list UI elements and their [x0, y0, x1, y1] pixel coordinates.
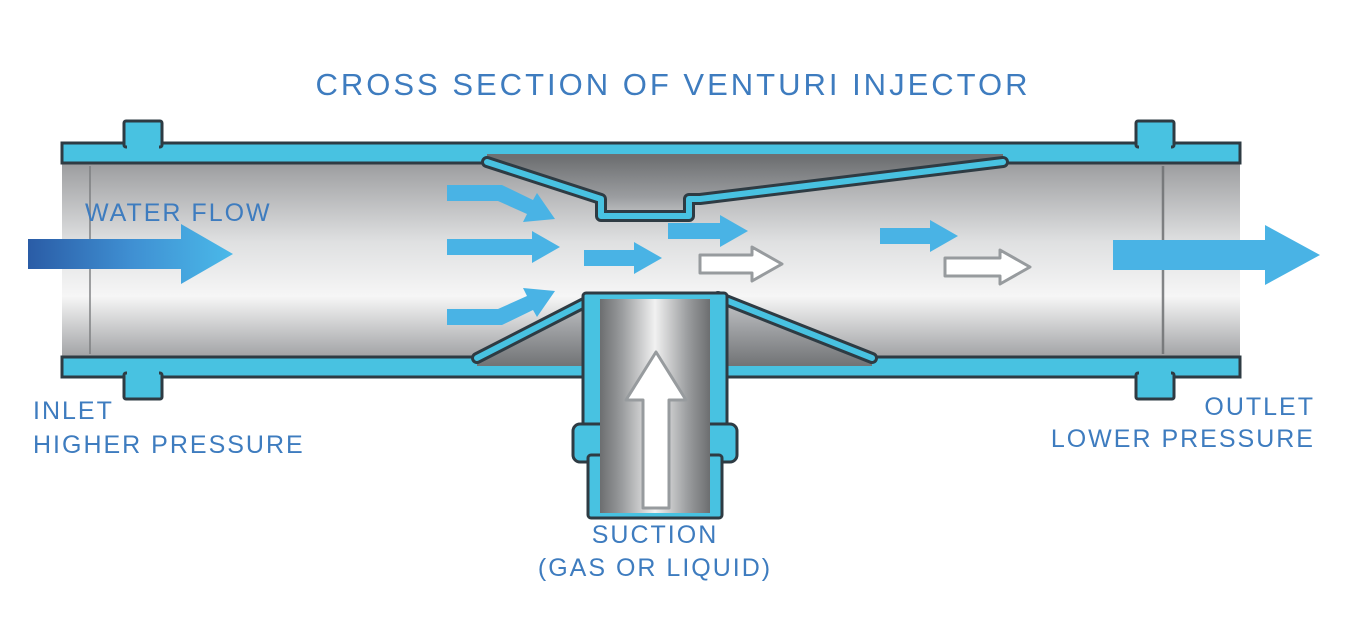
inlet-label-line2: HIGHER PRESSURE	[33, 431, 305, 459]
outlet-label-line2: LOWER PRESSURE	[1051, 425, 1315, 453]
flow-arrows	[28, 185, 1320, 510]
outlet-label-line1: OUTLET	[1204, 393, 1315, 421]
suction-label-line2: (GAS OR LIQUID)	[538, 554, 772, 582]
inlet-flow-arrow	[28, 224, 233, 284]
converging-arrow-middle	[447, 231, 560, 263]
nozzle-top-body	[487, 154, 1003, 216]
throat-arrow-blue-2	[668, 215, 748, 247]
suction-arrow	[624, 350, 688, 510]
diagram-labels: CROSS SECTION OF VENTURI INJECTOR WATER …	[33, 67, 1315, 582]
nozzle-top-outline-cyan	[484, 159, 1006, 219]
diffuser-arrow-blue	[880, 220, 958, 252]
flange-tab-top-right-joint	[1139, 142, 1171, 149]
water-flow-label: WATER FLOW	[85, 199, 272, 227]
converging-arrow-top	[447, 185, 555, 222]
diffuser-arrow-white	[943, 248, 1032, 286]
suction-label-line1: SUCTION	[592, 521, 719, 549]
flange-tab-top-left-joint	[127, 142, 159, 149]
flange-tab-bottom-left-joint	[127, 371, 159, 378]
inlet-label-line1: INLET	[33, 397, 114, 425]
throat-arrow-blue-1	[584, 242, 662, 274]
venturi-nozzle-bottom	[471, 291, 878, 366]
outlet-flow-arrow	[1113, 225, 1320, 285]
flange-tabs	[122, 119, 1176, 401]
venturi-nozzle-top	[481, 154, 1009, 222]
nozzle-bottom-right-outline-cyan	[715, 294, 875, 361]
converging-arrow-bottom	[447, 288, 555, 325]
nozzle-bottom-left-outline-cyan	[474, 296, 595, 361]
flange-tab-bottom-right-joint	[1139, 371, 1171, 378]
diagram-title: CROSS SECTION OF VENTURI INJECTOR	[315, 67, 1030, 102]
throat-arrow-white	[698, 245, 784, 283]
